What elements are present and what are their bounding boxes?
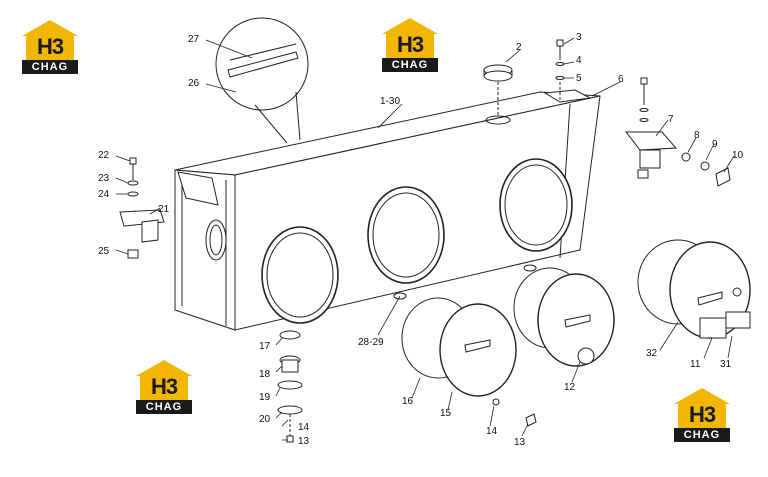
callout-label: 19 [259,392,271,403]
logo-mark: H3 [688,402,716,427]
callout-label: 4 [576,55,582,66]
callout-label: 13 [514,437,526,448]
callout-label: 9 [712,139,718,150]
callout-label: 12 [564,382,576,393]
right-mount-bracket [624,77,731,187]
callout-label: 31 [720,359,732,370]
logo-plate: CHAG [382,58,438,72]
cover-plate-11 [637,239,751,339]
detail-view [215,17,309,144]
logo-mark: H3 [36,34,64,59]
callout-label: 32 [646,348,658,359]
cover-plate-12 [513,267,615,367]
callout-label: 26 [188,78,200,89]
callout-label: 23 [98,173,110,184]
callout-label: 27 [188,34,200,45]
callout-label: 14 [486,426,498,437]
callout-label: 21 [158,204,170,215]
callout-label: 17 [259,341,271,352]
logo-plate: CHAG [674,428,730,442]
logo-mark: H3 [396,32,424,57]
leader-lines [115,37,735,441]
bolt-stack-top [555,39,565,100]
callout-label: 1-30 [380,96,400,107]
filler-cap [483,64,513,115]
tank-body [174,89,601,331]
callout-label: 18 [259,369,271,380]
logo-mark: H3 [150,374,178,399]
callout-label: 2 [516,42,522,53]
callout-label: 10 [732,150,744,161]
brand-logo: H3 CHAG [382,18,438,74]
callout-label: 5 [576,73,582,84]
callout-label: 28-29 [358,337,384,348]
cover-plate-15 [401,297,537,427]
callout-label: 8 [694,130,700,141]
callout-label: 3 [576,32,582,43]
callout-label: 22 [98,150,110,161]
callout-label: 20 [259,414,271,425]
callout-label: 16 [402,396,414,407]
callout-label: 11 [690,359,701,370]
callout-label: 13 [298,436,310,447]
callout-label: 24 [98,189,110,200]
callout-label: 15 [440,408,452,419]
callout-label: 14 [298,422,310,433]
callout-labels: 1-30 2 3 4 5 6 7 8 9 10 11 12 12 13 13 1… [98,32,744,448]
callout-label: 6 [618,74,624,85]
brand-logo: H3 CHAG [22,20,78,76]
bottom-mount-stack [277,330,303,443]
callout-label: 25 [98,246,110,257]
left-mount-bracket [119,157,165,259]
logo-plate: CHAG [22,60,78,74]
brand-logo: H3 CHAG [136,360,192,416]
brand-logo: H3 CHAG [674,388,730,444]
logo-plate: CHAG [136,400,192,414]
callout-label: 7 [668,114,674,125]
